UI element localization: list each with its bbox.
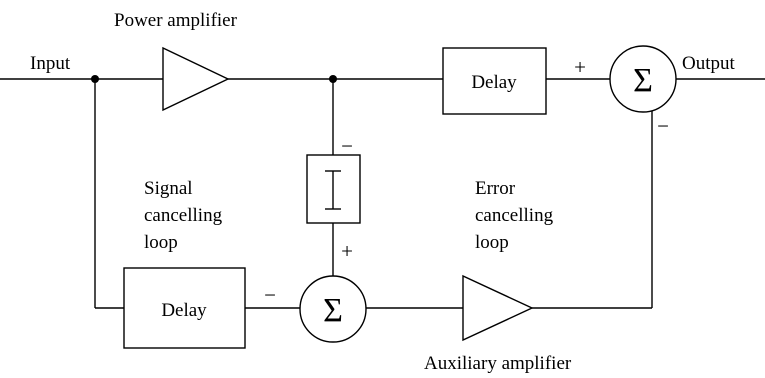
output-sum-minus-sign: − bbox=[657, 114, 669, 138]
error-sum-minus-sign: − bbox=[341, 134, 353, 158]
output-summer-sigma: Σ bbox=[633, 62, 653, 99]
signal-cancelling-loop-line1: Signal bbox=[144, 178, 193, 199]
error-cancelling-loop-line2: cancelling bbox=[475, 205, 554, 226]
aux-delay-block bbox=[123, 267, 246, 349]
main-delay-block bbox=[442, 47, 547, 115]
error-summer bbox=[299, 275, 367, 343]
signal-cancelling-loop-line3: loop bbox=[144, 232, 178, 253]
power-amplifier-label: Power amplifier bbox=[114, 10, 238, 31]
error-cancelling-loop-line1: Error bbox=[475, 178, 516, 199]
error-sum-plus-sign: + bbox=[341, 239, 353, 263]
auxiliary-amplifier-triangle bbox=[462, 274, 534, 342]
signal-cancelling-loop-line2: cancelling bbox=[144, 205, 223, 226]
auxiliary-amplifier-label: Auxiliary amplifier bbox=[424, 353, 572, 374]
output-sum-plus-sign: + bbox=[574, 55, 586, 79]
error-sum-minus-left-sign: − bbox=[264, 283, 276, 307]
main-delay-label: Delay bbox=[471, 72, 517, 93]
input-label: Input bbox=[30, 53, 71, 74]
output-label: Output bbox=[682, 53, 736, 74]
error-cancelling-loop-line3: loop bbox=[475, 232, 509, 253]
power-amplifier-triangle bbox=[162, 46, 230, 112]
aux-delay-label: Delay bbox=[161, 300, 207, 321]
error-summer-sigma: Σ bbox=[323, 292, 343, 329]
attenuator-symbol-icon bbox=[325, 170, 341, 210]
